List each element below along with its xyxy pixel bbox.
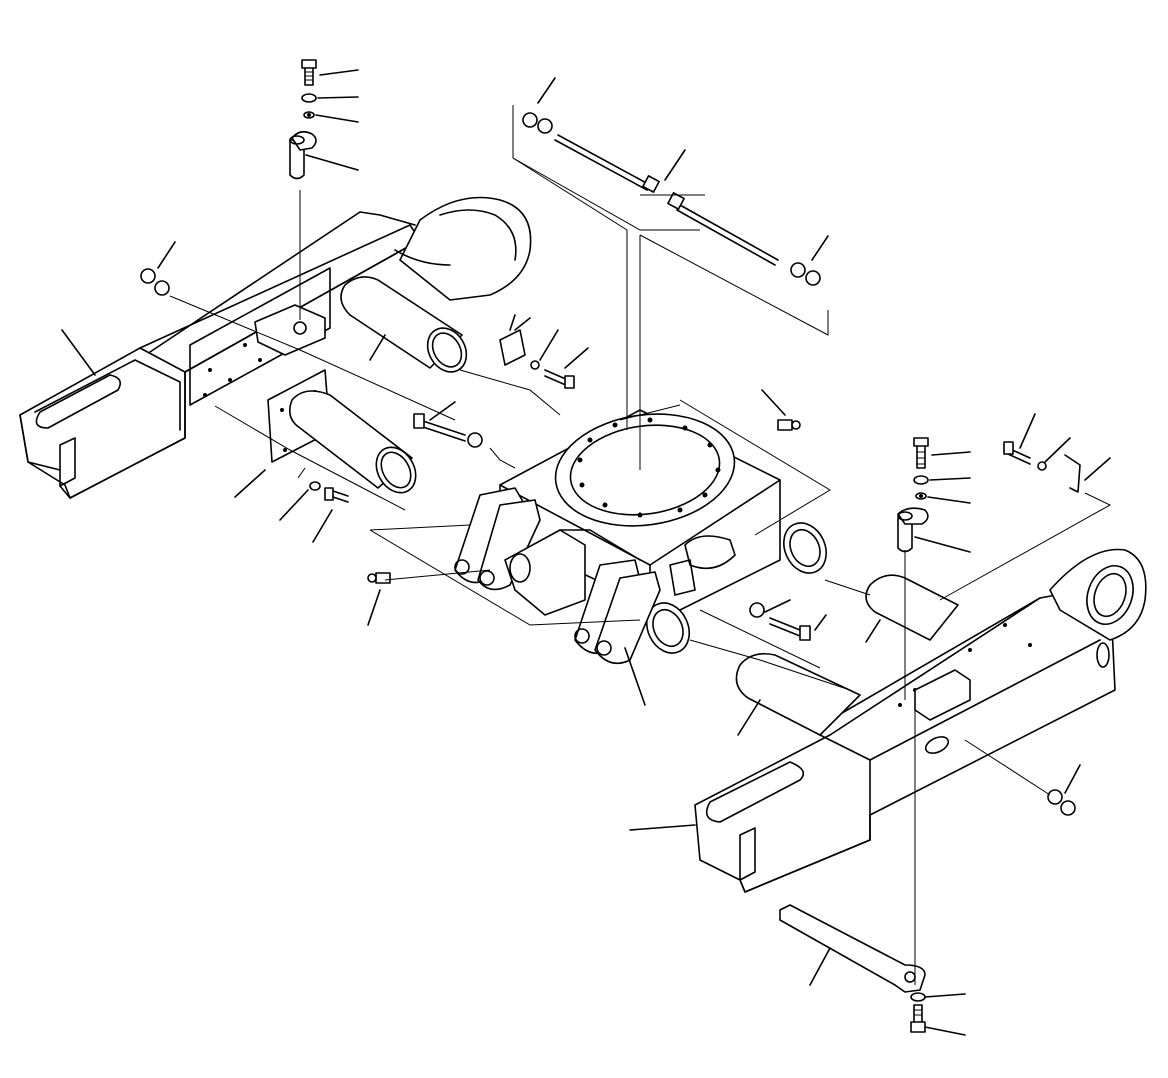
- pin-right: [897, 507, 929, 553]
- bolt-small-left: [324, 487, 349, 503]
- washer-top-left-1: [301, 93, 317, 103]
- nut-pair-top-left: [522, 112, 553, 134]
- bolt-right-pin: [913, 437, 929, 469]
- nut-pair-left: [140, 268, 170, 296]
- grease-fitting-center: [777, 419, 801, 431]
- right-track-frame: [694, 548, 1147, 893]
- washer-right-1: [913, 475, 929, 485]
- center-frame: [454, 409, 827, 665]
- bolt-small-upper: [544, 369, 575, 389]
- pin-top-left: [289, 130, 317, 180]
- washer-bottom: [910, 992, 926, 1002]
- right-upper-cylinder: [865, 574, 959, 641]
- washer-right-top: [1037, 461, 1047, 471]
- washer-small-upper: [530, 360, 540, 370]
- left-track-frame: [19, 196, 532, 499]
- bolt-mid-left: [413, 413, 466, 442]
- tie-rod-left: [554, 134, 660, 193]
- bolt-top-left: [301, 59, 317, 86]
- bracket-clip-upper: [499, 314, 526, 366]
- nut-mid-right: [749, 602, 765, 618]
- bottom-strap: [779, 904, 926, 993]
- nut-pair-right: [1047, 789, 1076, 816]
- leader-lines: [61, 69, 1112, 1036]
- bolt-mid-right: [769, 617, 811, 641]
- left-lower-cylinder: [267, 369, 417, 494]
- washer-right-2: [915, 492, 927, 500]
- nut-pair-top-right: [790, 262, 821, 286]
- bolt-bottom: [910, 1004, 926, 1033]
- washer-top-left-2: [303, 111, 315, 119]
- bolt-right-top: [1003, 441, 1031, 465]
- bracket-clip-right: [1064, 454, 1081, 493]
- grease-fitting-left: [367, 572, 391, 584]
- washer-small-left: [309, 481, 321, 491]
- left-upper-cylinder: [340, 276, 468, 373]
- right-lower-cylinder: [735, 652, 861, 736]
- nut-mid-left: [467, 432, 483, 448]
- tie-rod-right: [667, 192, 779, 266]
